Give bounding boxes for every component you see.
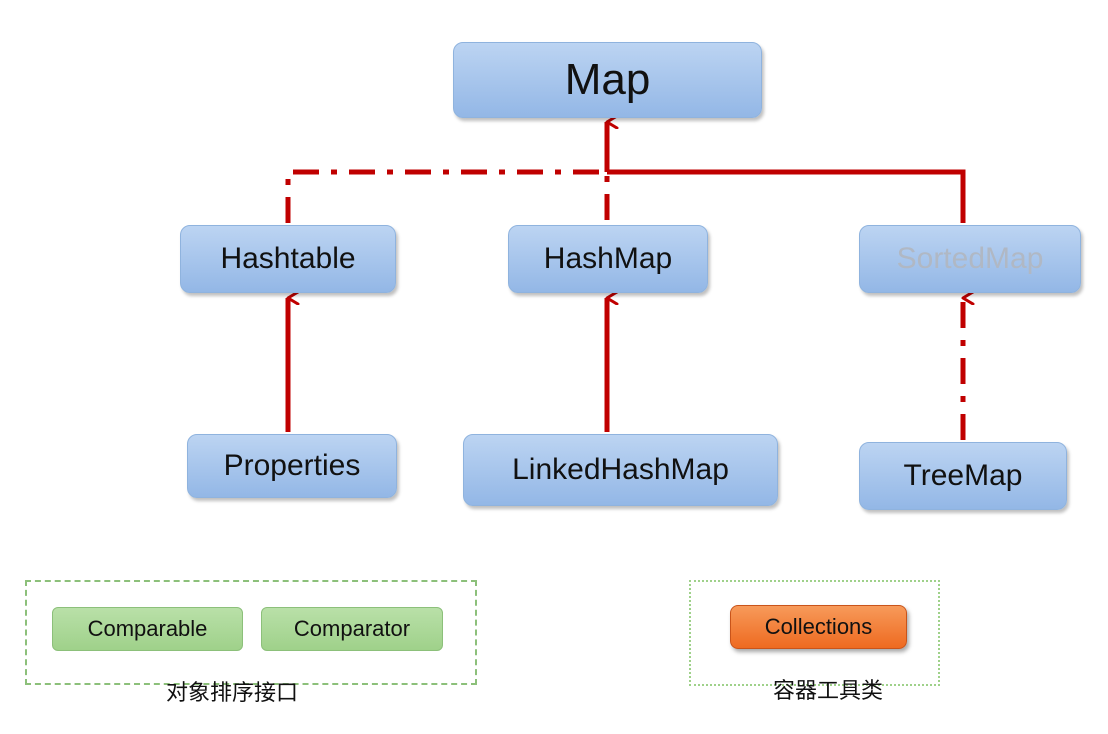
hashtable-node: Hashtable bbox=[180, 225, 396, 293]
properties-node: Properties bbox=[187, 434, 397, 498]
utility-class-group bbox=[689, 580, 940, 686]
comparable-box: Comparable bbox=[52, 607, 243, 651]
linkedhashmap-node: LinkedHashMap bbox=[463, 434, 778, 506]
collections-label: Collections bbox=[764, 614, 873, 639]
hashtable-label: Hashtable bbox=[220, 242, 356, 275]
sortedmap-to-map-edge bbox=[607, 169, 966, 223]
hashtable-to-map-edge bbox=[285, 169, 610, 225]
comparable-label: Comparable bbox=[87, 616, 208, 641]
treemap-label: TreeMap bbox=[903, 459, 1023, 492]
properties-label: Properties bbox=[223, 449, 361, 482]
comparison-interfaces-group bbox=[25, 580, 477, 685]
sortedmap-node: SortedMap bbox=[859, 225, 1081, 293]
comparison-group-caption: 对象排序接口 bbox=[166, 681, 299, 706]
linkedhashmap-label: LinkedHashMap bbox=[512, 453, 729, 486]
utility-group-caption: 容器工具类 bbox=[773, 679, 884, 704]
hashmap-node: HashMap bbox=[508, 225, 708, 293]
comparator-label: Comparator bbox=[293, 616, 411, 641]
treemap-node: TreeMap bbox=[859, 442, 1067, 510]
comparator-box: Comparator bbox=[261, 607, 443, 651]
collections-box: Collections bbox=[730, 605, 907, 649]
hashmap-label: HashMap bbox=[543, 242, 673, 275]
map-node: Map bbox=[453, 42, 762, 118]
sortedmap-label: SortedMap bbox=[896, 242, 1044, 275]
map-label: Map bbox=[564, 55, 651, 104]
